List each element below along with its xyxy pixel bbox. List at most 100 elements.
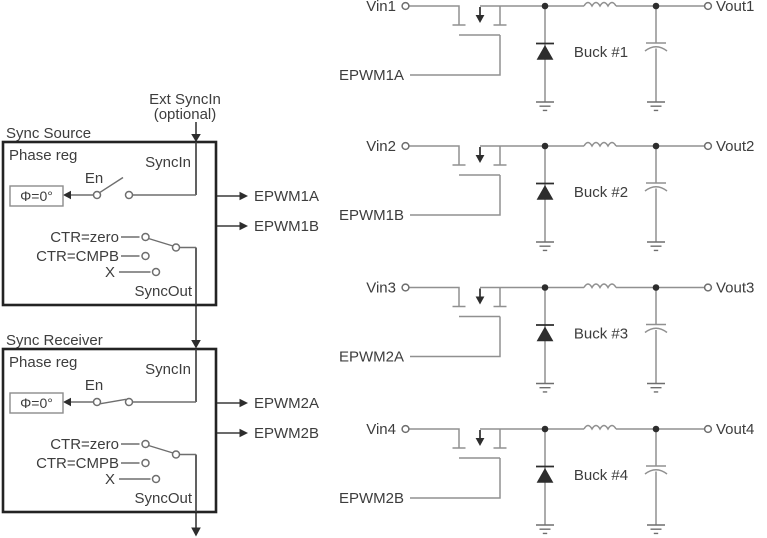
- circuit-wires: [409, 286, 704, 384]
- ctr-zero-label: CTR=zero: [50, 229, 119, 246]
- vout-label: Vout2: [716, 138, 754, 155]
- vin-label: Vin1: [366, 0, 396, 15]
- output-label: EPWM2B: [254, 425, 319, 442]
- junction-dot: [541, 2, 549, 10]
- block-title: Sync Receiver: [6, 332, 103, 349]
- junction-dot: [652, 425, 660, 433]
- buck-converter-1: Vin1 Vout1 EPWM1A Buck #1: [339, 0, 754, 112]
- switch-contact: [151, 267, 161, 277]
- inductor-symbol: [583, 283, 617, 290]
- syncout-select-blade: [148, 237, 174, 247]
- block-border: [1, 347, 218, 514]
- diode-symbol: [536, 465, 554, 483]
- switch-contact-common: [171, 243, 181, 252]
- buck-name-label: Buck #3: [574, 326, 628, 343]
- output-arrow-epwm1a: EPWM1A: [217, 188, 319, 205]
- block-title: Sync Source: [6, 125, 91, 142]
- junction-dot: [541, 425, 549, 433]
- ground-symbol: [647, 382, 665, 393]
- block-border: [1, 140, 218, 307]
- switch-contact: [151, 474, 161, 484]
- en-label: En: [85, 170, 103, 187]
- mosfet-symbol: [475, 430, 485, 446]
- output-label: EPWM2A: [254, 395, 319, 412]
- right-arrow-icon: [239, 221, 248, 231]
- right-arrow-icon: [239, 191, 248, 201]
- ext-syncin-connector: Ext SyncIn (optional): [149, 91, 221, 142]
- sync-chain-connector: [191, 305, 201, 349]
- sync-source-block: Sync Source Phase reg SyncIn Φ=0° En CTR…: [1, 125, 319, 307]
- switch-contact-common: [171, 450, 181, 459]
- switch-contact: [124, 397, 134, 407]
- switch-contact: [124, 190, 134, 200]
- circuit-wires: [409, 145, 704, 242]
- syncout-select-blade: [148, 444, 174, 454]
- vout-terminal: [703, 141, 713, 151]
- mosfet-body-arrow-icon: [475, 155, 485, 163]
- vout-label: Vout1: [716, 0, 754, 15]
- diode-symbol: [536, 42, 554, 60]
- down-arrow-icon: [191, 340, 201, 349]
- ext-syncin-label-line2: (optional): [154, 106, 217, 123]
- ground-symbol: [536, 382, 554, 393]
- x-input-label: X: [105, 264, 115, 281]
- switch-contact: [141, 439, 150, 449]
- pwm-input-label: EPWM2B: [339, 490, 404, 507]
- junction-dot: [652, 2, 660, 10]
- vin-label: Vin3: [366, 280, 396, 297]
- output-arrow-epwm1b: EPWM1B: [217, 218, 319, 235]
- output-arrow-epwm2a: EPWM2A: [217, 395, 319, 412]
- buck-name-label: Buck #2: [574, 184, 628, 201]
- inductor-symbol: [583, 424, 617, 431]
- vout-terminal: [703, 1, 713, 11]
- diode-symbol: [536, 324, 554, 342]
- junction-dot: [541, 142, 549, 150]
- switch-contact: [92, 190, 102, 200]
- ctr-cmpb-label: CTR=CMPB: [36, 248, 119, 265]
- vout-terminal: [703, 283, 713, 292]
- diode-triangle: [536, 185, 554, 200]
- switch-wires: [70, 194, 196, 273]
- phase-register-box: [9, 392, 64, 414]
- ground-symbol: [647, 524, 665, 535]
- down-arrow-icon: [191, 527, 201, 537]
- diode-triangle: [536, 326, 554, 342]
- vin-terminal: [401, 283, 410, 292]
- syncout-label: SyncOut: [134, 283, 192, 300]
- ground-symbol: [536, 241, 554, 252]
- syncin-label: SyncIn: [145, 361, 191, 378]
- circuit-wires: [409, 5, 704, 102]
- diode-triangle: [536, 468, 554, 483]
- syncout-label: SyncOut: [134, 490, 192, 507]
- switch-contact: [141, 232, 150, 242]
- vin-label: Vin4: [366, 421, 396, 438]
- switch-contact: [141, 458, 150, 468]
- vin-terminal: [401, 141, 410, 151]
- junction-dot: [652, 284, 660, 291]
- ground-symbol: [536, 101, 554, 112]
- ground-symbol: [647, 241, 665, 252]
- vout-label: Vout3: [716, 280, 754, 297]
- en-label: En: [85, 377, 103, 394]
- buck-name-label: Buck #1: [574, 44, 628, 61]
- x-input-label: X: [105, 471, 115, 488]
- left-arrow-icon: [63, 397, 71, 407]
- inductor-symbol: [583, 141, 617, 148]
- buck-converter-2: Vin2 Vout2 EPWM1B Buck #2: [339, 138, 754, 252]
- mosfet-symbol: [475, 288, 485, 305]
- mosfet-symbol: [475, 7, 485, 23]
- ext-syncin-label-line1: Ext SyncIn: [149, 91, 221, 108]
- output-label: EPWM1A: [254, 188, 319, 205]
- left-arrow-icon: [63, 190, 71, 200]
- pwm-input-label: EPWM1A: [339, 67, 404, 84]
- phase-reg-label: Phase reg: [9, 147, 77, 164]
- ctr-zero-label: CTR=zero: [50, 436, 119, 453]
- mosfet-body-arrow-icon: [475, 438, 485, 446]
- output-arrow-epwm2b: EPWM2B: [217, 425, 319, 442]
- down-arrow-icon: [191, 134, 201, 142]
- mosfet-symbol: [475, 147, 485, 163]
- vin-terminal: [401, 1, 410, 11]
- pwm-input-label: EPWM1B: [339, 207, 404, 224]
- ground-symbol: [647, 101, 665, 112]
